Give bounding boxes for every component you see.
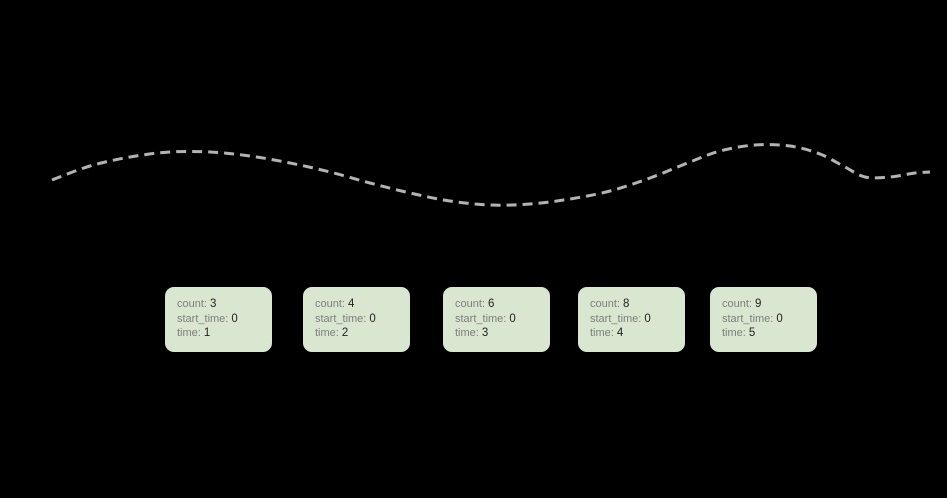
count-field-value: 6	[488, 298, 495, 310]
start-time-field: start_time: 0	[590, 312, 685, 327]
start-time-field-label: start_time:	[590, 312, 642, 325]
count-field-label: count:	[177, 298, 207, 310]
start-time-field-label: start_time:	[722, 312, 774, 325]
time-field: time: 4	[590, 326, 685, 341]
count-field: count: 8	[590, 297, 685, 312]
start-time-field-label: start_time:	[315, 312, 367, 325]
start-time-field-value: 0	[369, 312, 376, 325]
start-time-field-value: 0	[231, 312, 238, 325]
time-field: time: 3	[455, 326, 550, 341]
start-time-field-value: 0	[644, 312, 651, 325]
count-field-value: 4	[348, 298, 355, 310]
time-field-label: time:	[455, 327, 479, 339]
start-time-field: start_time: 0	[177, 312, 272, 327]
start-time-field: start_time: 0	[722, 312, 817, 327]
time-field-label: time:	[722, 327, 746, 339]
time-field: time: 1	[177, 326, 272, 341]
time-field-label: time:	[590, 327, 614, 339]
start-time-field: start_time: 0	[315, 312, 410, 327]
count-field-label: count:	[455, 298, 485, 310]
count-field: count: 9	[722, 297, 817, 312]
count-field-label: count:	[315, 298, 345, 310]
start-time-field-value: 0	[776, 312, 783, 325]
time-field-label: time:	[315, 327, 339, 339]
time-field: time: 2	[315, 326, 410, 341]
count-field: count: 3	[177, 297, 272, 312]
count-field-value: 3	[210, 298, 217, 310]
time-field: time: 5	[722, 326, 817, 341]
count-field: count: 6	[455, 297, 550, 312]
dashed-trend-curve	[51, 143, 931, 207]
count-field: count: 4	[315, 297, 410, 312]
time-field-value: 2	[341, 327, 349, 339]
start-time-field-value: 0	[509, 312, 516, 325]
time-field-value: 5	[748, 327, 756, 339]
count-field-value: 8	[623, 298, 630, 310]
start-time-field-label: start_time:	[455, 312, 507, 325]
start-time-field: start_time: 0	[455, 312, 550, 327]
time-field-label: time:	[177, 327, 201, 339]
start-time-field-label: start_time:	[177, 312, 229, 325]
count-field-label: count:	[722, 298, 752, 310]
time-field-value: 1	[203, 327, 211, 339]
count-field-value: 9	[755, 298, 762, 310]
time-field-value: 3	[481, 327, 489, 339]
count-field-label: count:	[590, 298, 620, 310]
time-field-value: 4	[616, 327, 624, 339]
